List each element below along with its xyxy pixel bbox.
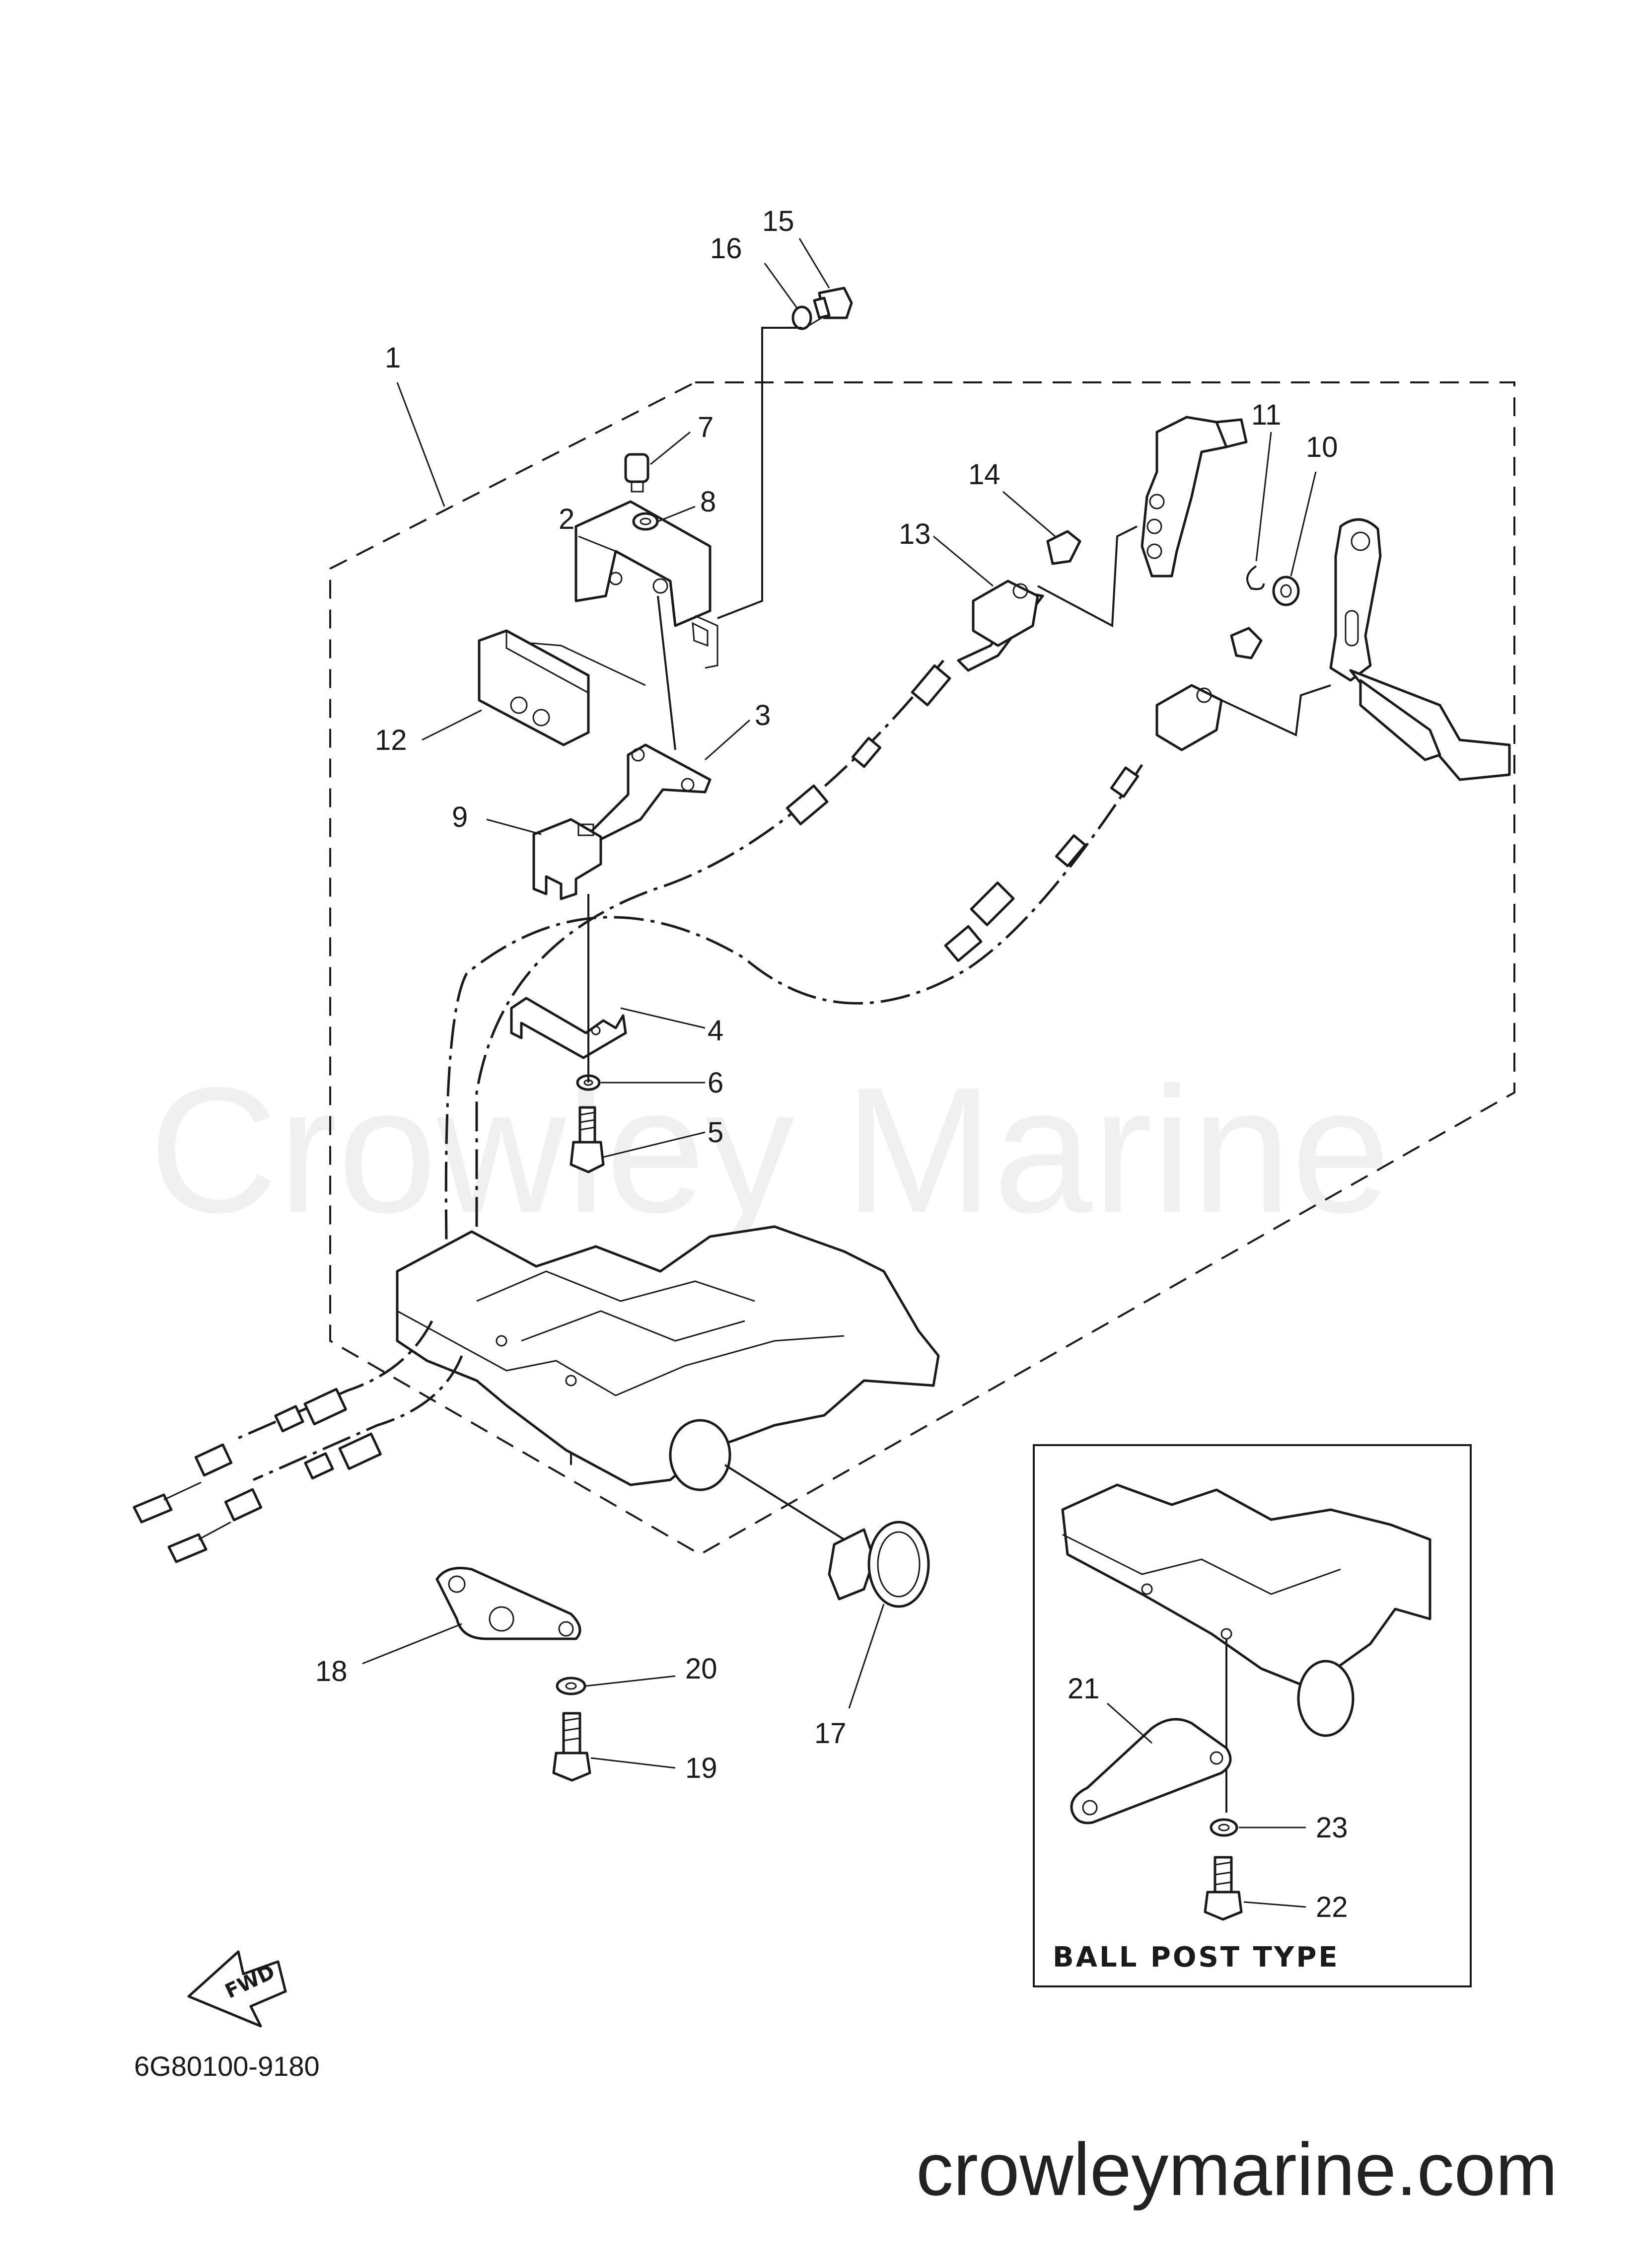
svg-text:13: 13 [899,518,931,550]
alignment-line-vertical [657,595,676,750]
svg-text:12: 12 [375,724,407,756]
callout-14: 14 [968,458,1056,537]
svg-text:23: 23 [1316,1812,1348,1844]
washer-part-23 [1210,1818,1238,1837]
cable-end-lower [944,766,1140,962]
svg-text:7: 7 [698,411,714,443]
shift-lever [1141,416,1248,578]
callout-7: 7 [650,411,714,465]
joint-lower [1155,627,1263,751]
plate-part-18 [435,1567,581,1640]
assembly-boundary [329,381,1515,1556]
control-housing [396,1225,940,1491]
website-url: crowleymarine.com [916,2127,1558,2211]
callout-9: 9 [452,801,542,835]
inset-housing [1061,1483,1431,1737]
cable-ends-left [133,1320,463,1563]
callout-22: 22 [1243,1891,1348,1923]
bolt-part-7 [624,453,649,493]
svg-text:4: 4 [708,1015,723,1047]
clip-part-14 [1046,530,1081,565]
svg-text:8: 8 [700,486,716,518]
shift-cable [475,659,944,1271]
svg-text:18: 18 [315,1655,348,1687]
svg-text:20: 20 [685,1653,717,1685]
inset-frame [1033,1444,1472,1987]
svg-text:17: 17 [814,1717,847,1750]
washer-part-20 [556,1677,586,1695]
svg-text:9: 9 [452,801,468,833]
svg-text:19: 19 [685,1752,717,1784]
callout-4: 4 [620,1007,723,1047]
svg-text:2: 2 [559,503,574,535]
plate-part-21 [1070,1718,1232,1825]
throttle-cable [444,764,1143,1272]
diagram-code: 6G80100-9180 [134,2050,320,2082]
inset-label: BALL POST TYPE [1053,1941,1340,1974]
throttle-lever [1329,518,1511,781]
joint-part-13 [972,580,1039,647]
washer-part-16 [791,305,812,330]
holder-part-9 [532,818,602,900]
callout-2: 2 [559,503,616,552]
callout-1: 1 [385,342,445,507]
callout-21: 21 [1068,1673,1152,1744]
bolt-part-19 [552,1712,591,1782]
callout-10: 10 [1290,431,1338,577]
washer-part-10 [1272,576,1300,606]
bolt-part-5 [570,1106,605,1173]
clip-part-11 [1246,565,1265,590]
svg-text:5: 5 [708,1116,723,1149]
watermark-text: Crowley Marine [149,1050,1391,1251]
clip-part-4 [510,997,627,1059]
grommet-leader-line [724,1464,845,1540]
svg-text:14: 14 [968,458,1000,491]
callout-18: 18 [315,1623,462,1687]
callout-8: 8 [657,486,716,522]
svg-text:16: 16 [710,232,742,265]
callout-16: 16 [710,232,798,308]
alignment-line-upper [717,327,802,619]
svg-text:1: 1 [385,342,401,374]
bracket-part-2 [574,500,718,669]
grommet-part-17 [828,1521,930,1608]
callout-3: 3 [705,699,771,761]
callout-13: 13 [899,518,994,587]
callout-5: 5 [603,1116,723,1158]
lever-leader-lower [1221,684,1331,736]
callout-6: 6 [601,1067,723,1099]
washer-part-8 [632,512,659,531]
svg-text:21: 21 [1068,1673,1100,1705]
svg-text:6: 6 [708,1067,723,1099]
bolt-part-22 [1204,1856,1243,1921]
callout-20: 20 [585,1653,717,1687]
svg-text:22: 22 [1316,1891,1348,1923]
fwd-arrow-icon: FWD [187,1950,287,2028]
svg-text:15: 15 [762,205,794,237]
svg-text:10: 10 [1306,431,1338,463]
lever-leader [1037,525,1138,628]
callout-17: 17 [814,1604,885,1750]
callout-23: 23 [1239,1812,1348,1844]
callout-15: 15 [762,205,830,289]
pad-part-12 [478,629,646,746]
callout-11: 11 [1251,399,1281,562]
svg-text:11: 11 [1251,399,1281,431]
callout-19: 19 [590,1752,717,1784]
plate-part-3 [587,743,712,841]
svg-text:3: 3 [755,699,771,732]
bolt-part-15 [809,287,853,326]
callout-12: 12 [375,709,482,756]
